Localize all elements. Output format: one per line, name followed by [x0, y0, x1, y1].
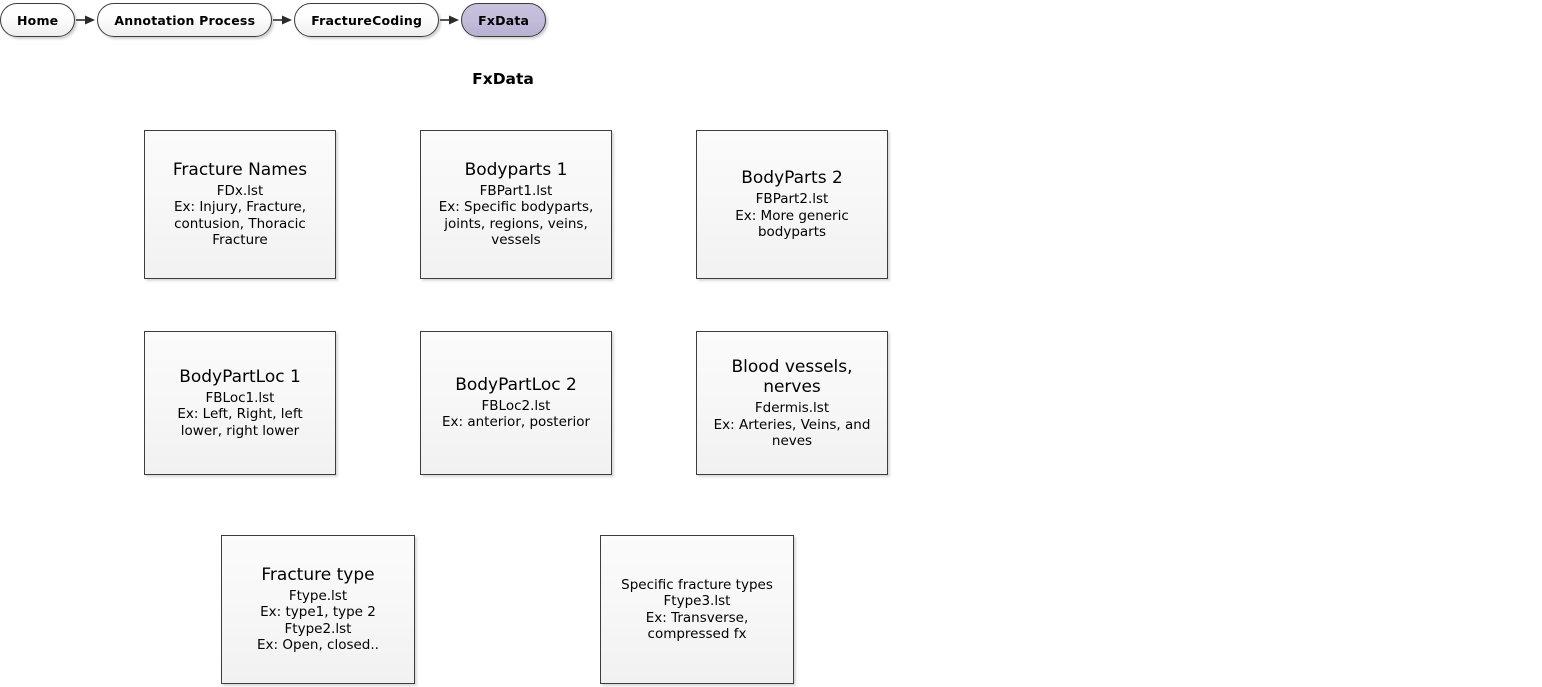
- node-example: Ex: Left, Right, left lower, right lower: [177, 406, 303, 439]
- breadcrumb-item-label: FractureCoding: [311, 12, 423, 28]
- breadcrumb-arrow-icon: [439, 3, 461, 37]
- node-bodypartloc-2[interactable]: BodyPartLoc 2 FBLoc2.lst Ex: anterior, p…: [420, 331, 612, 475]
- node-fracture-type[interactable]: Fracture type Ftype.lst Ex: type1, type …: [221, 535, 415, 684]
- node-bodypartloc-1[interactable]: BodyPartLoc 1 FBLoc1.lst Ex: Left, Right…: [144, 331, 336, 475]
- node-file: FBLoc2.lst: [481, 397, 551, 414]
- node-title: Fracture type: [261, 565, 375, 586]
- node-title: Bodyparts 1: [464, 160, 568, 181]
- node-bodyparts-1[interactable]: Bodyparts 1 FBPart1.lst Ex: Specific bod…: [420, 130, 612, 279]
- page-title: FxData: [472, 70, 534, 88]
- node-example: Ex: Injury, Fracture, contusion, Thoraci…: [173, 199, 307, 249]
- node-title: BodyParts 2: [741, 168, 843, 189]
- node-extra-example: Ex: Open, closed..: [257, 637, 379, 654]
- node-example: Ex: Arteries, Veins, and neves: [713, 416, 871, 449]
- node-title: Fracture Names: [172, 160, 308, 181]
- breadcrumb-arrow-icon: [272, 3, 294, 37]
- breadcrumb-item-annotation-process[interactable]: Annotation Process: [97, 3, 273, 37]
- node-file: Ftype3.lst: [663, 593, 731, 610]
- breadcrumb-item-label: Home: [17, 12, 59, 28]
- node-example: Ex: type1, type 2: [260, 604, 376, 621]
- breadcrumb-item-label: FxData: [478, 12, 530, 28]
- node-extra-file: Ftype2.lst: [284, 620, 352, 637]
- node-file: Fdermis.lst: [754, 400, 830, 417]
- breadcrumb-item-fracturecoding[interactable]: FractureCoding: [294, 3, 440, 37]
- node-specific-fracture-types[interactable]: Specific fracture types Ftype3.lst Ex: T…: [600, 535, 794, 684]
- node-title: Blood vessels, nerves: [731, 356, 853, 398]
- node-example: Ex: Transverse, compressed fx: [645, 609, 749, 642]
- breadcrumb-item-label: Annotation Process: [114, 12, 256, 28]
- node-fracture-names[interactable]: Fracture Names FDx.lst Ex: Injury, Fract…: [144, 130, 336, 279]
- breadcrumb-arrow-icon: [75, 3, 97, 37]
- node-file: FBPart2.lst: [755, 191, 829, 208]
- node-title: Specific fracture types: [621, 576, 773, 593]
- node-blood-vessels-nerves[interactable]: Blood vessels, nerves Fdermis.lst Ex: Ar…: [696, 331, 888, 475]
- node-title: BodyPartLoc 2: [455, 375, 577, 396]
- node-example: Ex: More generic bodyparts: [735, 207, 849, 241]
- node-file: Ftype.lst: [288, 587, 348, 604]
- node-example: Ex: Specific bodyparts, joints, regions,…: [438, 199, 594, 249]
- node-file: FDx.lst: [216, 182, 264, 199]
- node-file: FBLoc1.lst: [205, 389, 275, 406]
- node-file: FBPart1.lst: [479, 182, 553, 199]
- breadcrumb: Home Annotation Process FractureCoding F…: [0, 0, 547, 40]
- node-title: BodyPartLoc 1: [179, 366, 301, 387]
- node-bodyparts-2[interactable]: BodyParts 2 FBPart2.lst Ex: More generic…: [696, 130, 888, 279]
- breadcrumb-item-home[interactable]: Home: [0, 3, 76, 37]
- node-example: Ex: anterior, posterior: [441, 414, 591, 431]
- breadcrumb-item-fxdata[interactable]: FxData: [461, 3, 547, 37]
